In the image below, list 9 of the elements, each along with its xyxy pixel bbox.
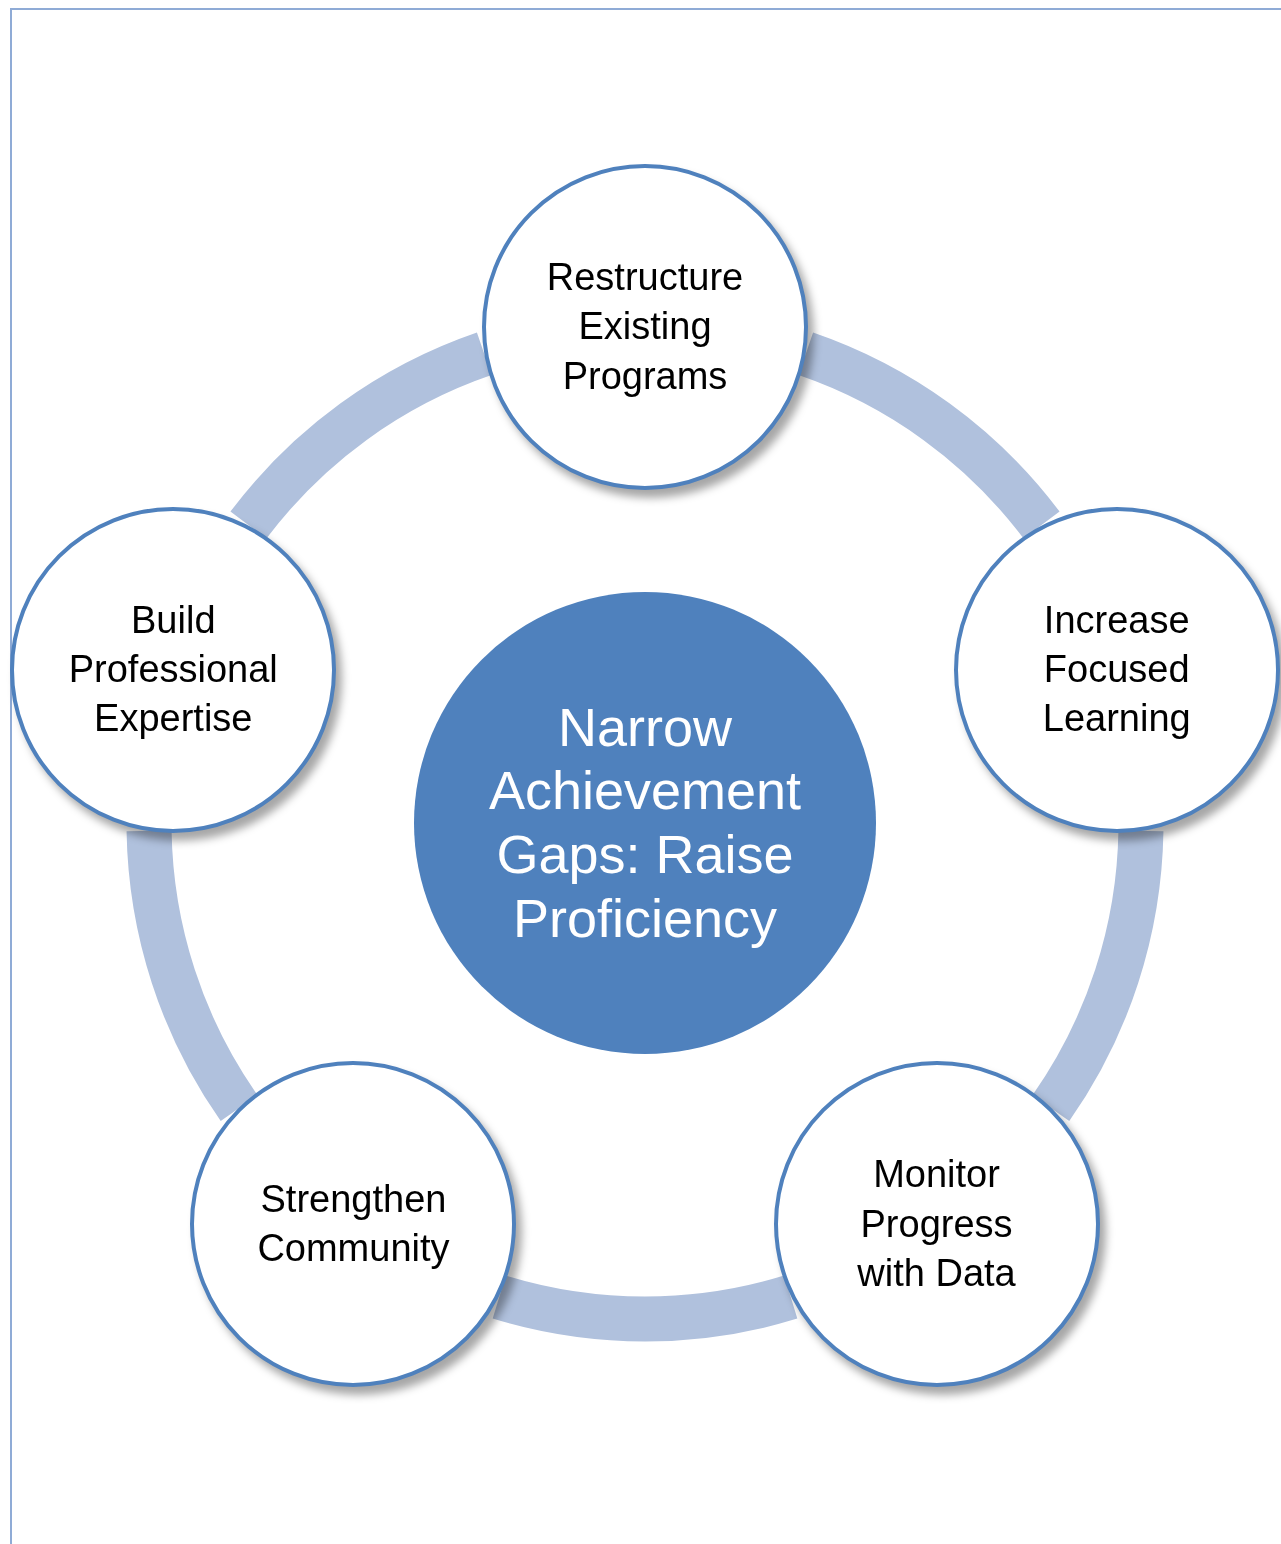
ring-segment bbox=[493, 1275, 797, 1341]
ring-segment bbox=[1031, 829, 1164, 1120]
step-text: Build Professional Expertise bbox=[67, 597, 279, 742]
step-text: Increase Focused Learning bbox=[1041, 597, 1192, 742]
step-text: Monitor Progress with Data bbox=[856, 1152, 1017, 1296]
ring-segment bbox=[126, 829, 259, 1120]
goal-text: Narrow Achievement Gaps: Raise Proficiency bbox=[487, 695, 803, 950]
step-text: Strengthen Community bbox=[256, 1176, 451, 1272]
step-text: Restructure Existing Programs bbox=[545, 254, 745, 399]
